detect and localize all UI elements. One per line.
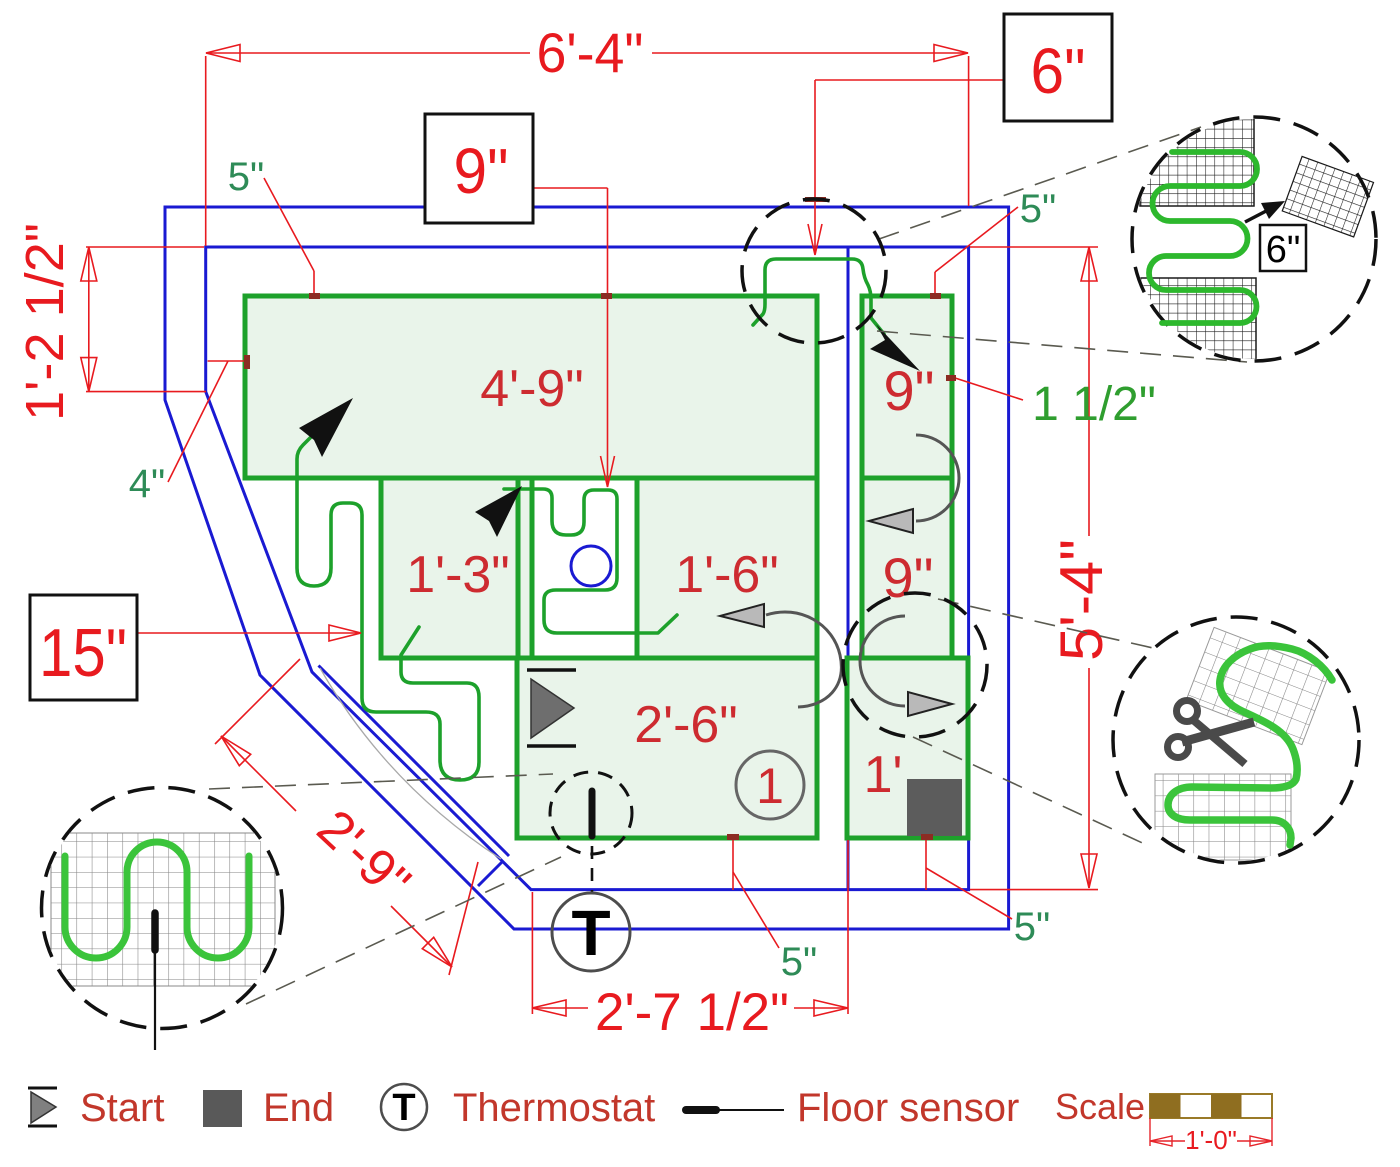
svg-text:5": 5": [781, 940, 817, 984]
svg-text:5": 5": [1020, 187, 1056, 231]
svg-text:9": 9": [883, 359, 934, 422]
svg-text:1 1/2": 1 1/2": [1032, 378, 1156, 431]
svg-text:2'-7 1/2": 2'-7 1/2": [595, 983, 789, 1042]
svg-text:1': 1': [864, 746, 903, 804]
svg-text:5": 5": [228, 155, 264, 199]
svg-text:1'-0": 1'-0": [1185, 1125, 1237, 1155]
svg-text:9": 9": [454, 135, 509, 207]
svg-text:15": 15": [39, 615, 127, 691]
svg-text:Start: Start: [80, 1086, 164, 1130]
svg-text:T: T: [392, 1087, 415, 1129]
svg-text:6'-4": 6'-4": [537, 21, 644, 84]
svg-text:4": 4": [129, 462, 165, 506]
svg-text:1'-3": 1'-3": [406, 546, 510, 604]
svg-text:5'-4": 5'-4": [1048, 539, 1115, 661]
svg-text:Thermostat: Thermostat: [453, 1086, 655, 1130]
svg-text:6": 6": [1266, 229, 1301, 271]
svg-text:End: End: [263, 1086, 334, 1130]
svg-text:1'-2 1/2": 1'-2 1/2": [15, 223, 75, 421]
svg-text:1: 1: [756, 758, 784, 814]
svg-text:Floor sensor: Floor sensor: [797, 1086, 1019, 1130]
svg-text:T: T: [571, 897, 610, 969]
svg-text:9": 9": [882, 546, 933, 609]
svg-text:2'-6": 2'-6": [634, 696, 738, 754]
svg-text:4'-9": 4'-9": [480, 360, 584, 418]
svg-text:Scale: Scale: [1055, 1086, 1145, 1127]
svg-text:5": 5": [1014, 905, 1050, 949]
svg-text:1'-6": 1'-6": [675, 546, 779, 604]
svg-text:6": 6": [1031, 35, 1086, 107]
